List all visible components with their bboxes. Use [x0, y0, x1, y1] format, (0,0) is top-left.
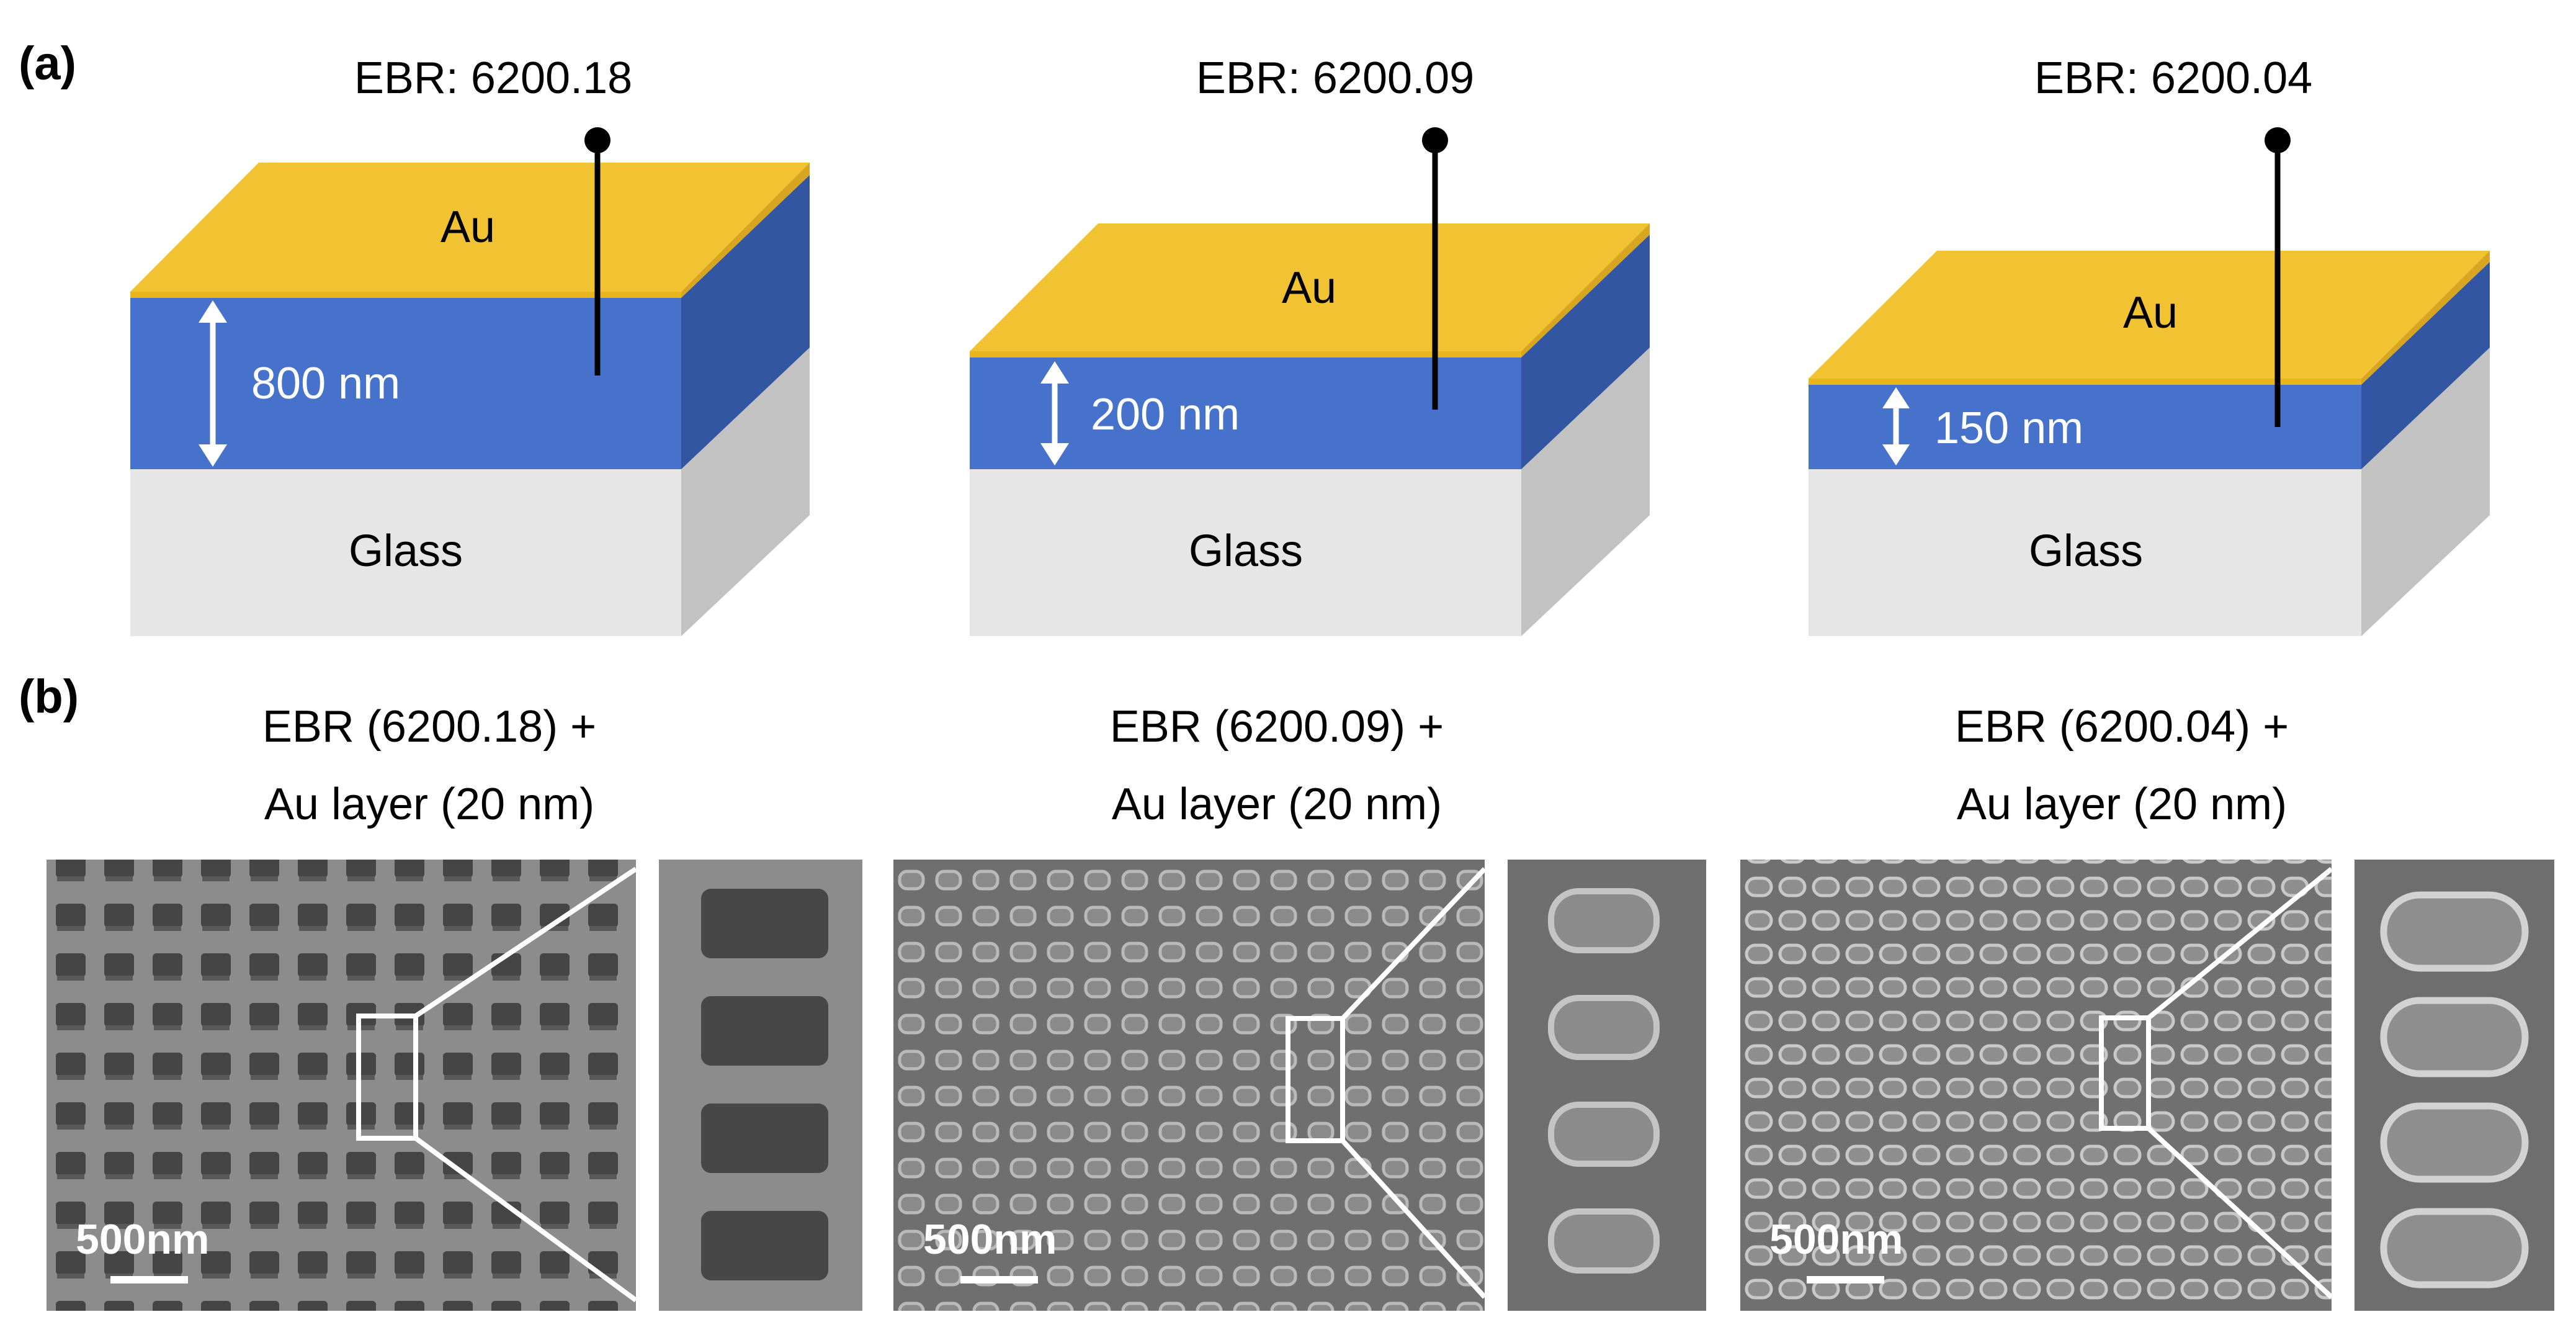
arrow-head-up — [1882, 387, 1910, 408]
zoom-line — [1341, 1139, 1487, 1299]
sem-group-2: 500nm — [893, 860, 1706, 1311]
layer-stack-2: Au Glass 200 nm EBR: 6200.09 — [970, 53, 1650, 636]
sem-caption-1-line1: EBR (6200.18) + — [262, 702, 596, 752]
sem-image — [1740, 860, 2332, 1311]
sem-group-1: 500nm — [47, 860, 862, 1311]
glass-front — [970, 469, 1521, 636]
zoom-line — [2147, 1126, 2333, 1299]
au-side-edge — [1521, 223, 1650, 357]
dielectric-front — [130, 297, 681, 469]
sem-zoom-feature — [2380, 997, 2529, 1077]
glass-side — [1521, 348, 1650, 636]
sem-zoom-feature — [1548, 1208, 1660, 1274]
sem-zoom-feature — [2380, 1208, 2529, 1288]
zoom-box — [356, 1014, 418, 1141]
glass-label: Glass — [2029, 526, 2143, 576]
thickness-label: 150 nm — [1934, 403, 2083, 453]
scale-bar — [1807, 1276, 1884, 1283]
sem-zoom-feature — [701, 1104, 828, 1173]
probe-tip — [1422, 127, 1448, 153]
arrow-head-up — [199, 300, 227, 323]
panel-a-label: (a) — [19, 37, 76, 90]
sem-image — [893, 860, 1485, 1311]
sem-zoom-feature — [2380, 1102, 2529, 1183]
au-side-edge — [681, 163, 810, 298]
sem-group-3: 500nm — [1740, 860, 2554, 1311]
dielectric-side — [681, 175, 810, 469]
arrow-head-down — [199, 444, 227, 467]
zoom-line — [2147, 866, 2333, 1020]
au-front-edge — [130, 292, 681, 298]
sem-caption-2-line1: EBR (6200.09) + — [1110, 702, 1444, 752]
au-top — [1809, 251, 2490, 379]
sem-zoom-feature — [701, 889, 828, 958]
glass-side — [2361, 348, 2490, 636]
sem-caption-2-line2: Au layer (20 nm) — [1112, 780, 1442, 829]
au-label: Au — [2123, 288, 2178, 338]
zoom-box — [1286, 1016, 1345, 1143]
sem-zoom-feature — [1548, 1102, 1660, 1167]
au-top — [970, 223, 1650, 351]
arrow-head-down — [1882, 444, 1910, 465]
glass-side — [681, 348, 810, 636]
probe-tip — [2265, 127, 2291, 153]
zoom-line — [414, 866, 638, 1018]
scale-bar-label: 500nm — [76, 1216, 209, 1263]
zoom-line — [1341, 867, 1487, 1020]
sem-zoom-feature — [1548, 995, 1660, 1060]
arrow-head-down — [1040, 443, 1069, 465]
probe-tip — [584, 127, 610, 153]
dielectric-side — [1521, 235, 1650, 469]
glass-front — [1809, 469, 2361, 636]
ebr-label: EBR: 6200.18 — [354, 53, 632, 103]
zoom-box — [2099, 1015, 2151, 1131]
thickness-label: 800 nm — [251, 359, 400, 408]
arrow-head-up — [1040, 361, 1069, 384]
sem-caption-3-line2: Au layer (20 nm) — [1957, 780, 2287, 829]
sem-zoom-feature — [2380, 891, 2529, 972]
ebr-label: EBR: 6200.04 — [2034, 53, 2312, 103]
au-label: Au — [441, 202, 495, 252]
panel-b-label: (b) — [19, 670, 79, 723]
dielectric-side — [2361, 262, 2490, 469]
layer-stack-1: Au Glass 800 nm EBR: 6200.18 — [130, 53, 810, 636]
au-front-edge — [1809, 379, 2361, 385]
ebr-label: EBR: 6200.09 — [1196, 53, 1474, 103]
glass-front — [130, 469, 681, 636]
sem-zoom-feature — [701, 996, 828, 1066]
glass-label: Glass — [349, 526, 463, 576]
glass-label: Glass — [1189, 526, 1303, 576]
au-side-edge — [2361, 251, 2490, 385]
layer-stack-3: Au Glass 150 nm EBR: 6200.04 — [1809, 53, 2490, 636]
scale-bar — [960, 1276, 1038, 1283]
thickness-label: 200 nm — [1091, 390, 1240, 439]
scale-bar-label: 500nm — [1769, 1216, 1903, 1263]
sem-caption-3-line1: EBR (6200.04) + — [1955, 702, 2289, 752]
zoom-line — [414, 1136, 638, 1303]
scale-bar-label: 500nm — [923, 1216, 1057, 1263]
sem-caption-1-line2: Au layer (20 nm) — [264, 780, 594, 829]
sem-zoom-feature — [701, 1211, 828, 1280]
au-top — [130, 163, 810, 292]
au-label: Au — [1282, 263, 1336, 313]
au-front-edge — [970, 351, 1521, 357]
scale-bar — [110, 1276, 188, 1283]
sem-zoom-feature — [1548, 888, 1660, 953]
